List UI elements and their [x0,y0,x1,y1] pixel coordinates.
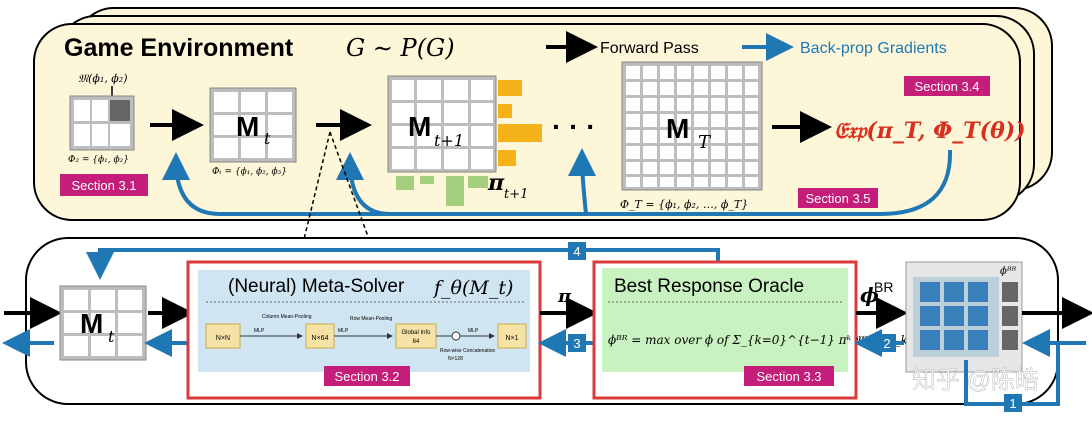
step4-path [86,248,720,280]
concat-node [451,331,461,341]
oracle-title: Best Response Oracle [614,276,804,297]
section-32-badge [324,366,410,386]
step3-label: 3 [573,336,580,351]
phi-br-sup: BR [874,279,893,295]
mt-label: M [236,111,259,142]
matrix-extended [905,261,1023,373]
step2-label: 2 [883,336,890,351]
meta-solver-math: f_θ(M_t) [432,277,513,299]
flow-n64-box [305,323,335,349]
oracle-bg [602,268,848,372]
backprop-path-1 [162,149,953,216]
legend-forward-label: Forward Pass [600,40,699,57]
solver-loop-panel: 4 M t (Neural) Meta-Solver f_θ(M_t) N×N … [2,237,1092,412]
phit-set-label: Φₜ = {ϕ₁, ϕ₂, ϕ₃} [212,167,287,177]
env-card-front [33,23,1021,221]
flow-output-box [497,323,527,349]
legend-backprop-label: Back-prop Gradients [800,40,947,57]
backprop-path-2 [568,148,597,215]
matrix-mt-bottom [59,285,147,361]
flow-concat-dim: N×128 [448,356,463,362]
flow-global-info: Global Info [401,330,431,336]
phi-br-column-label: ϕᴮᴿ [1000,266,1016,277]
section-34-badge [904,76,990,96]
flow-col-pool: Column Mean-Pooling [262,314,312,320]
exploitability-formula: 𝔈𝔵𝔭(π_T, Φ_T(θ)) [834,118,1026,144]
section-33-label: Section 3.3 [756,369,821,384]
orange-bars [498,80,542,166]
phi2-set-label: Φ₂ = {ϕ₁, ϕ₂} [68,155,129,165]
matrix-mt [209,87,297,163]
meta-solver-bg [198,270,530,372]
oracle-formula: ϕᴮᴿ = max over ϕ of Σ_{k=0}^{t−1} πᵏ 𝔐(ϕ… [608,333,913,347]
meta-game-entry-label: 𝔐(ϕ₁, ϕ₂) [78,72,128,85]
meta-solver-title: (Neural) Meta-Solver [228,276,405,297]
pi-t1-label: π [487,170,505,196]
step4-badge [568,242,586,260]
section-35-badge [798,188,878,208]
zoom-line-right [329,131,379,265]
matrix-m2 [69,95,135,151]
step1-label: 1 [1009,396,1016,411]
section-32-label: Section 3.2 [334,369,399,384]
green-bars [396,176,488,206]
flow-mlp2: MLP [338,328,349,334]
backprop-path-3 [336,152,391,216]
solver-flow: N×N MLP Column Mean-Pooling N×64 MLP Row… [205,314,527,362]
section-35-label: Section 3.5 [805,191,870,206]
step2-badge [878,334,896,352]
section-31-badge [60,174,148,196]
flow-n64: N×64 [312,335,329,342]
section-33-badge [744,366,834,386]
step4-label: 4 [573,244,580,259]
flow-input-box [205,323,241,349]
flow-concat: Row-wise Concatenation [440,348,496,354]
flow-mlp1: MLP [254,328,265,334]
phiT-set-label: Φ_T = {ϕ₁, ϕ₂, …, ϕ_T} [620,198,748,211]
mt1-sub: t+1 [434,131,464,150]
step3-badge [568,334,586,352]
ellipsis: · · · [552,111,596,142]
mT-label: M [666,113,689,144]
section-34-label: Section 3.4 [914,79,979,94]
matrix-mt1 [387,75,497,173]
flow-output: N×1 [505,335,518,342]
pi-t1-sub: t+1 [504,187,528,202]
env-title: Game Environment [64,34,294,62]
flow-input: N×N [216,335,230,342]
game-environment-panel: Game Environment G ∼ P(G) Forward Pass B… [33,7,1053,221]
mt-bottom-sub: t [108,327,115,346]
mt1-label: M [408,111,431,142]
flow-mlp3: MLP [468,328,479,334]
phi-br-label: ϕ [860,283,879,307]
matrix-mT [621,61,763,191]
mt-bottom-label: M [80,308,103,339]
flow-global-dim: 64 [413,339,420,345]
watermark: 知乎 @陈皓 [912,367,1039,394]
pi-label: π [557,286,572,307]
flow-global-box [395,323,437,349]
section-31-label: Section 3.1 [71,178,136,193]
mT-sub: T [698,132,712,153]
flow-row-pool: Row Mean-Pooling [350,316,392,322]
env-title-math: G ∼ P(G) [346,34,455,62]
mt-sub: t [264,129,271,148]
loop-frame [25,237,1059,405]
step1-badge [1004,394,1022,412]
